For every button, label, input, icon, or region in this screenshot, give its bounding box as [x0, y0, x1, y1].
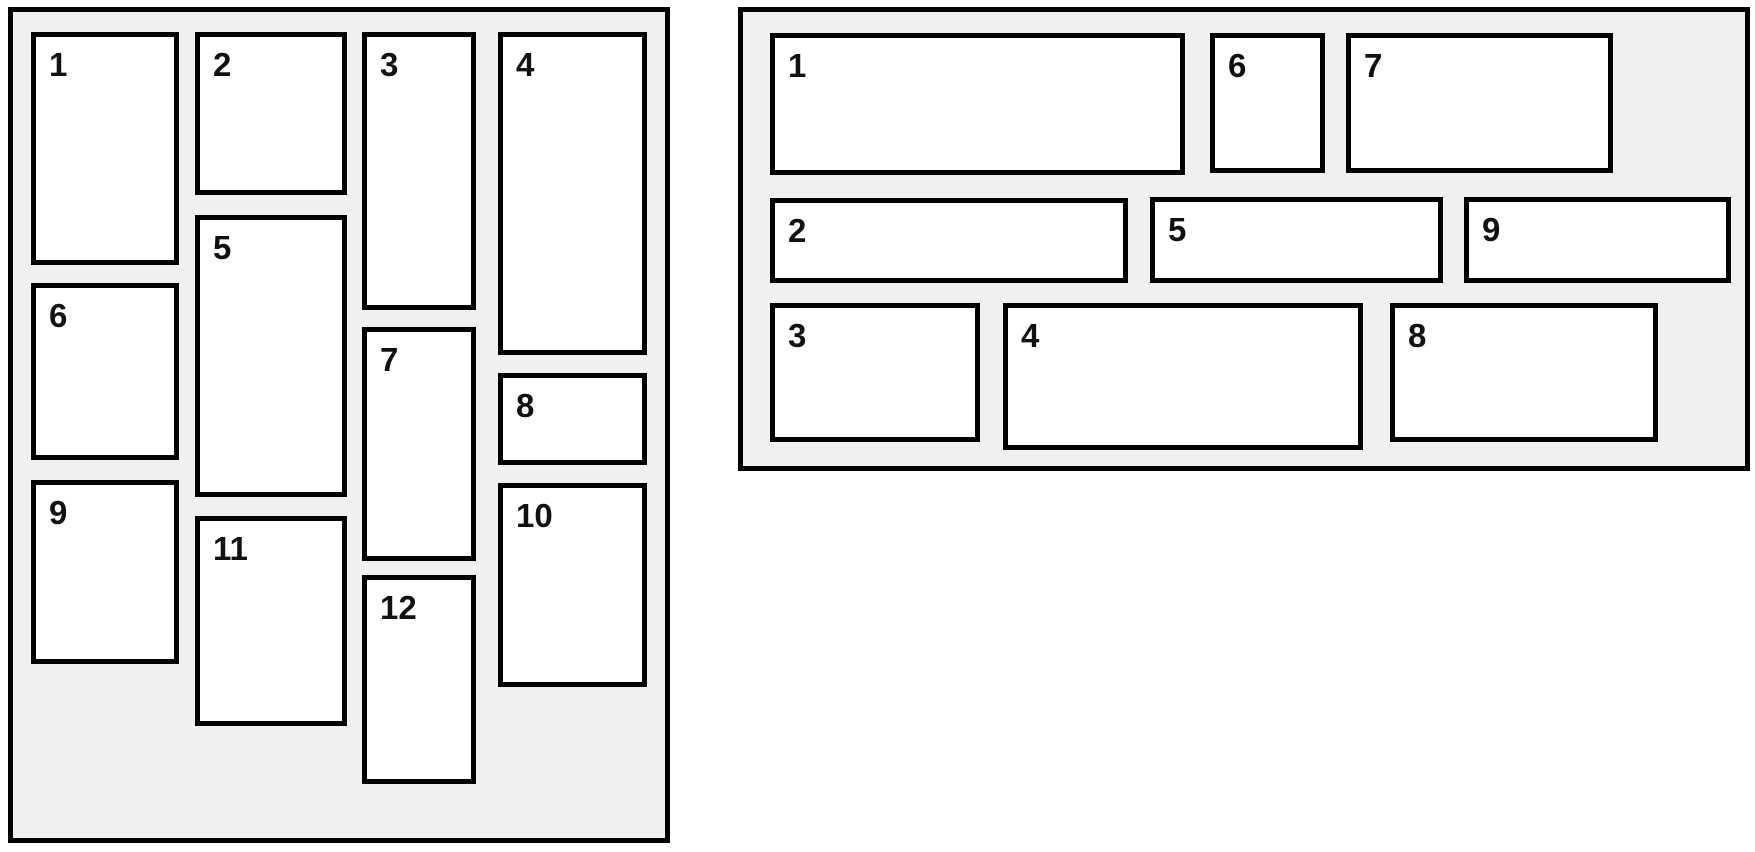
box-number-label: 8	[1408, 317, 1427, 354]
numbered-box: 2	[195, 32, 347, 195]
box-number-label: 7	[380, 341, 399, 378]
box-number-label: 4	[516, 46, 535, 83]
box-number-label: 9	[1482, 211, 1501, 248]
numbered-box: 5	[1150, 197, 1443, 283]
box-number-label: 5	[1168, 211, 1187, 248]
numbered-box: 7	[1346, 33, 1613, 173]
box-number-label: 8	[516, 387, 535, 424]
numbered-box: 1	[31, 32, 179, 265]
numbered-box: 4	[1003, 303, 1363, 450]
numbered-box: 11	[195, 516, 347, 726]
box-number-label: 3	[380, 46, 399, 83]
box-number-label: 4	[1021, 317, 1040, 354]
box-number-label: 6	[49, 297, 68, 334]
row-masonry-panel: 1 2 3 4 5 6 7 8 9	[738, 7, 1750, 471]
numbered-box: 8	[498, 373, 647, 465]
box-number-label: 2	[213, 46, 232, 83]
box-number-label: 11	[213, 530, 248, 567]
numbered-box: 6	[1210, 33, 1325, 173]
numbered-box: 6	[31, 283, 179, 460]
numbered-box: 4	[498, 32, 647, 355]
numbered-box: 12	[362, 575, 476, 784]
box-number-label: 9	[49, 494, 68, 531]
box-number-label: 2	[788, 212, 807, 249]
box-number-label: 6	[1228, 47, 1247, 84]
box-number-label: 5	[213, 229, 232, 266]
numbered-box: 3	[770, 303, 980, 442]
box-number-label: 1	[788, 47, 807, 84]
box-number-label: 3	[788, 317, 807, 354]
box-number-label: 1	[49, 46, 68, 83]
box-number-label: 7	[1364, 47, 1383, 84]
numbered-box: 9	[31, 480, 179, 664]
numbered-box: 8	[1390, 303, 1658, 442]
numbered-box: 7	[362, 327, 476, 561]
numbered-box: 3	[362, 32, 476, 310]
numbered-box: 5	[195, 215, 347, 497]
numbered-box: 9	[1464, 197, 1731, 283]
numbered-box: 1	[770, 33, 1185, 175]
numbered-box: 2	[770, 198, 1128, 283]
box-number-label: 12	[380, 589, 417, 626]
box-number-label: 10	[516, 497, 553, 534]
numbered-box: 10	[498, 483, 647, 687]
